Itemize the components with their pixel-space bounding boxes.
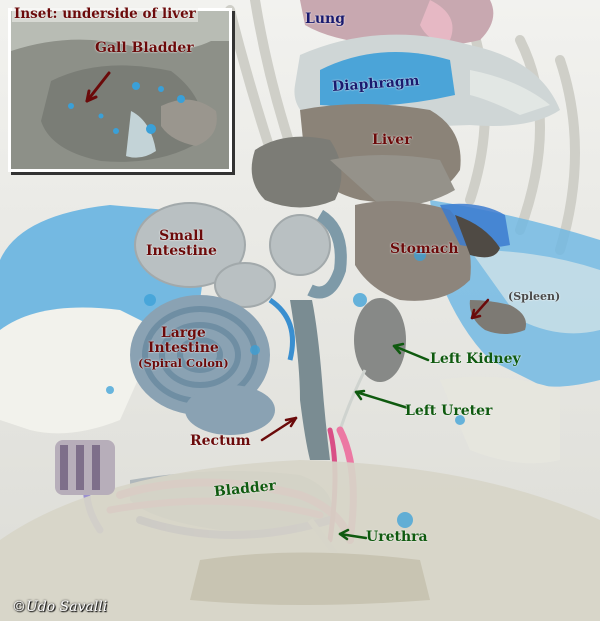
liver bbox=[251, 104, 461, 208]
label-liver: Liver bbox=[372, 132, 412, 148]
label-spleen: (Spleen) bbox=[508, 290, 561, 303]
inset-illustration bbox=[11, 11, 229, 169]
label-small-intestine: Small Intestine bbox=[146, 229, 217, 259]
stomach bbox=[355, 201, 510, 301]
label-lung: Lung bbox=[305, 11, 345, 27]
photo-credit: ©Udo Savalli bbox=[12, 599, 108, 615]
label-rectum: Rectum bbox=[190, 433, 251, 449]
label-large-intestine-line2: Intestine bbox=[147, 340, 219, 356]
pelvis bbox=[0, 460, 600, 621]
label-small-intestine-line2: Intestine bbox=[146, 243, 217, 259]
label-large-intestine-line1: Large bbox=[160, 325, 206, 341]
rectum bbox=[290, 300, 330, 460]
pointer-arrows bbox=[260, 298, 490, 541]
label-urethra: Urethra bbox=[366, 529, 428, 545]
label-left-kidney: Left Kidney bbox=[430, 351, 521, 367]
label-stomach: Stomach bbox=[390, 241, 459, 257]
inset-title: Inset: underside of liver bbox=[12, 6, 198, 22]
latex-blue-patches bbox=[106, 249, 465, 528]
spleen bbox=[469, 300, 526, 334]
label-left-ureter: Left Ureter bbox=[405, 403, 493, 419]
label-gall-bladder: Gall Bladder bbox=[95, 40, 194, 56]
inset-underside-liver: Gall Bladder bbox=[8, 8, 232, 172]
left-ureter bbox=[338, 369, 367, 431]
label-large-intestine: Large Intestine (Spiral Colon) bbox=[138, 326, 229, 371]
left-kidney bbox=[354, 298, 406, 382]
label-large-intestine-line3: (Spiral Colon) bbox=[138, 356, 229, 370]
small-intestine bbox=[134, 202, 347, 308]
label-small-intestine-line1: Small bbox=[159, 228, 204, 244]
left-limb bbox=[55, 440, 115, 495]
